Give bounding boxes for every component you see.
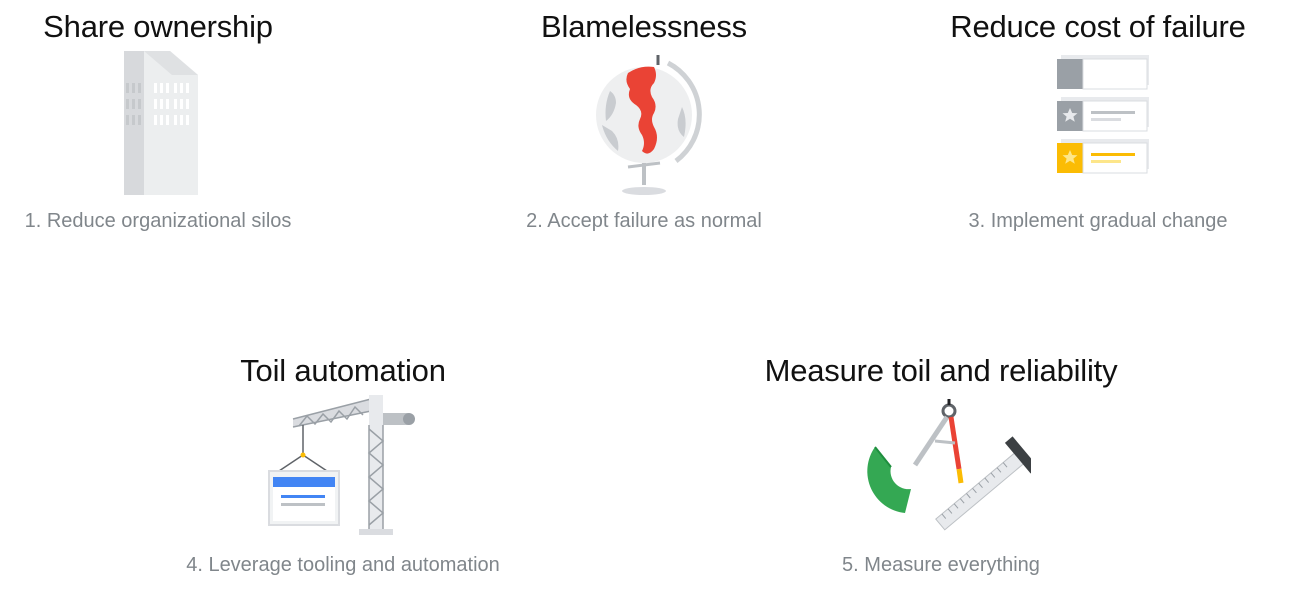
principle-card-share-ownership: Share ownership 1. Reduce organizational… xyxy=(0,9,316,233)
measuring-tools-icon xyxy=(867,399,1031,531)
principle-card-reduce-cost-of-failure: Reduce cost of failure 3. Implement grad… xyxy=(940,9,1256,233)
principle-title: Blamelessness xyxy=(541,9,747,44)
globe-icon xyxy=(596,55,702,195)
principle-caption: 5. Measure everything xyxy=(842,554,1040,576)
building-icon xyxy=(124,51,198,195)
principle-title: Measure toil and reliability xyxy=(764,353,1118,388)
principle-caption: 4. Leverage tooling and automation xyxy=(186,554,500,576)
principle-card-measure-toil-and-reliability: Measure toil and reliability 5. Measure … xyxy=(740,353,1142,577)
principle-title: Share ownership xyxy=(43,9,273,44)
crane-icon xyxy=(268,395,415,535)
principle-caption: 2. Accept failure as normal xyxy=(526,210,762,232)
principle-card-blamelessness: Blamelessness 2. Accept failure as norma… xyxy=(486,9,802,233)
principle-card-toil-automation: Toil automation 4. Leverage tooling xyxy=(160,353,526,577)
principle-title: Toil automation xyxy=(240,353,446,388)
principle-title: Reduce cost of failure xyxy=(950,9,1246,44)
principle-caption: 3. Implement gradual change xyxy=(968,210,1228,232)
principle-caption: 1. Reduce organizational silos xyxy=(24,210,292,232)
stacked-cards-icon xyxy=(1057,55,1149,174)
